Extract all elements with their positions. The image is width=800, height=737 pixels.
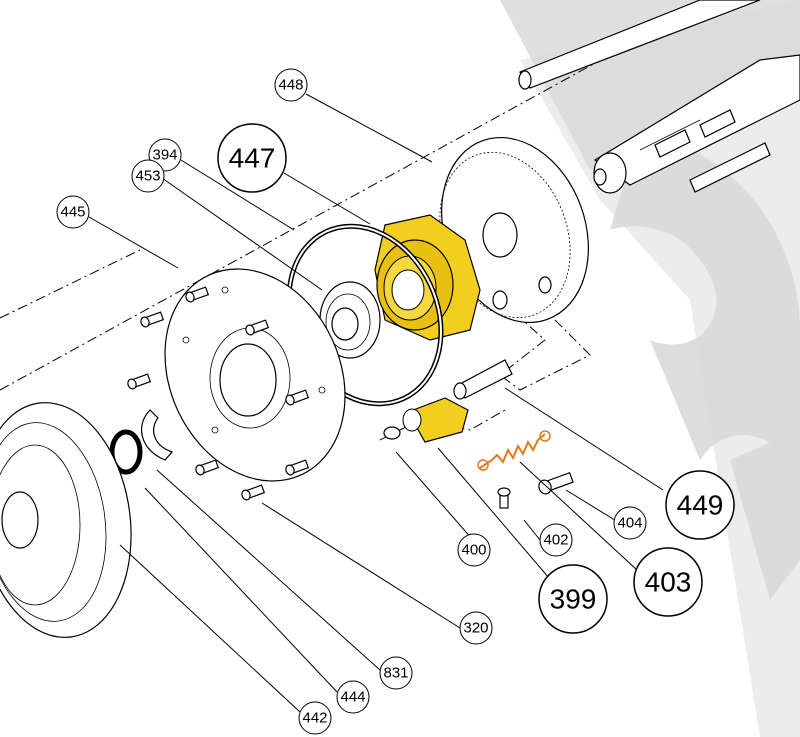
callout-442: 442 xyxy=(298,701,332,735)
seal-ring-part-444 xyxy=(109,429,143,475)
flange-plate-part-445 xyxy=(164,268,346,482)
callout-label: 449 xyxy=(677,490,724,521)
bearing-part-453 xyxy=(319,281,381,359)
pulley-part-442 xyxy=(0,402,132,638)
clip-part-831 xyxy=(141,409,174,461)
callout-453: 453 xyxy=(131,159,165,193)
callout-label: 448 xyxy=(278,77,303,94)
callout-label: 402 xyxy=(543,532,568,549)
callout-448: 448 xyxy=(274,68,308,102)
yellow-lever-part-399 xyxy=(402,397,469,443)
bolt-part-404 xyxy=(538,471,574,495)
leader-lines xyxy=(88,93,664,713)
callout-445: 445 xyxy=(56,195,90,229)
callout-320: 320 xyxy=(459,611,493,645)
callout-label: 447 xyxy=(229,143,276,174)
watermark xyxy=(500,0,800,737)
callout-449: 449 xyxy=(665,470,735,540)
callout-402: 402 xyxy=(539,523,573,557)
callout-label: 320 xyxy=(463,620,488,637)
callout-400: 400 xyxy=(457,533,491,567)
callout-label: 399 xyxy=(550,584,597,615)
callout-444: 444 xyxy=(336,680,370,714)
callout-label: 445 xyxy=(60,204,85,221)
drive-shaft xyxy=(518,0,800,194)
callout-404: 404 xyxy=(613,506,647,540)
callout-399: 399 xyxy=(538,564,608,634)
circlip-part-400 xyxy=(383,426,401,440)
callout-label: 394 xyxy=(152,147,177,164)
callout-label: 400 xyxy=(461,542,486,559)
callout-831: 831 xyxy=(379,656,413,690)
flange-screws xyxy=(127,286,310,501)
callout-label: 403 xyxy=(645,567,692,598)
pin-part-449 xyxy=(453,359,513,400)
callout-label: 444 xyxy=(340,689,365,706)
callout-label: 404 xyxy=(617,515,642,532)
bolt-part-402 xyxy=(497,487,511,509)
callout-label: 831 xyxy=(383,665,408,682)
callout-label: 442 xyxy=(302,710,327,727)
callout-403: 403 xyxy=(633,547,703,617)
callout-label: 453 xyxy=(135,168,160,185)
spring-part-403 xyxy=(477,430,551,471)
callout-447: 447 xyxy=(217,123,287,193)
